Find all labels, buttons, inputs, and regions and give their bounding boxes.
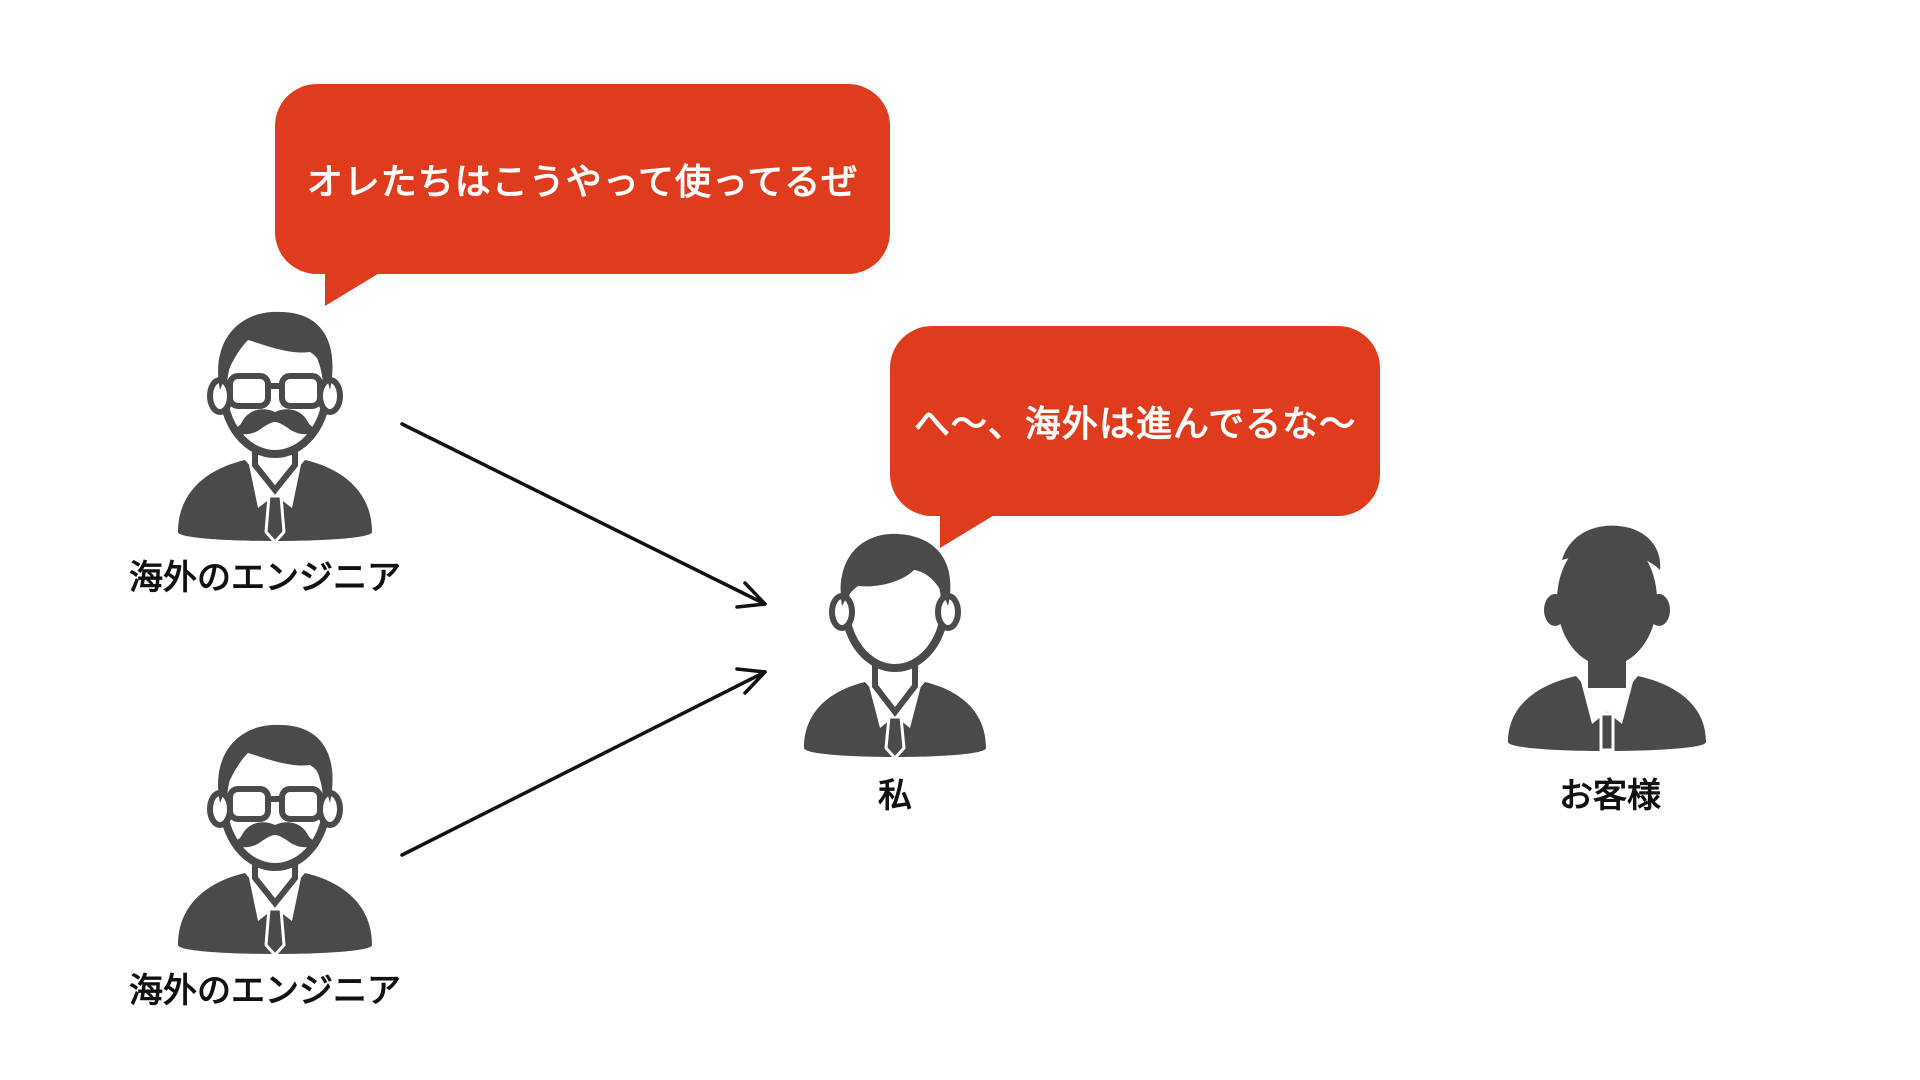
engineer-icon-top (170, 300, 380, 550)
label-me: 私 (878, 776, 912, 816)
engineer-icon-bottom (170, 713, 380, 963)
me-icon (804, 533, 986, 761)
speech-bubble-me-text: へ〜、海外は進んでるな〜 (913, 404, 1357, 445)
speech-bubble-me-tail (940, 514, 996, 548)
arrow-engineer-top-head (735, 581, 767, 609)
arrow-engineer-bottom-head (735, 667, 767, 695)
label-engineer-bottom: 海外のエンジニア (129, 971, 401, 1011)
arrow-engineer-top-to-me (400, 422, 767, 606)
speech-bubble-me: へ〜、海外は進んでるな〜 (890, 326, 1380, 516)
customer-icon (1508, 525, 1706, 752)
speech-bubble-engineer-tail (325, 272, 381, 306)
speech-bubble-engineer: オレたちはこうやって使ってるぜ (275, 84, 890, 274)
label-engineer-top: 海外のエンジニア (129, 558, 401, 598)
speech-bubble-engineer-text: オレたちはこうやって使ってるぜ (306, 162, 859, 203)
arrow-engineer-bottom-to-me (400, 670, 767, 857)
label-customer: お客様 (1559, 776, 1661, 816)
